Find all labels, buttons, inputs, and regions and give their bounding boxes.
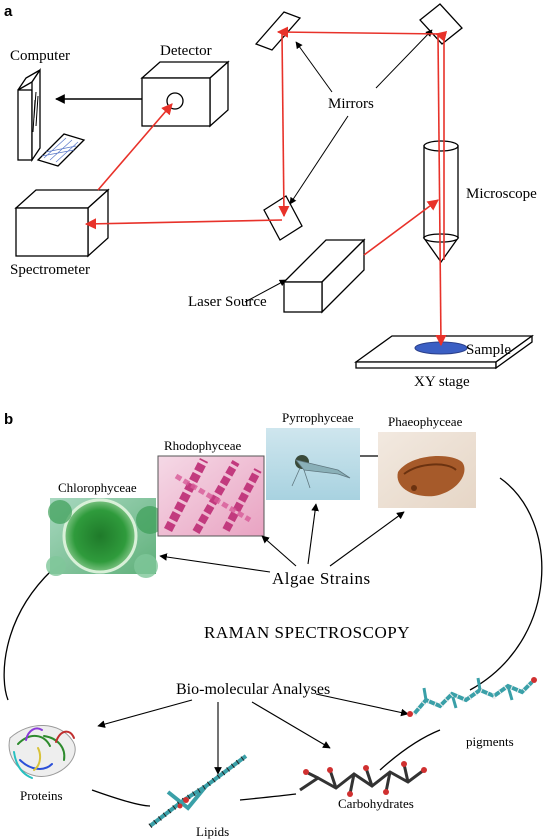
laser-source-box xyxy=(282,238,366,314)
computer-label: Computer xyxy=(10,48,70,64)
lipids-image xyxy=(148,754,248,828)
laser-pointer-arrow xyxy=(244,279,287,303)
microscope-icon xyxy=(422,140,460,264)
xy-stage-label: XY stage xyxy=(414,374,470,390)
mirrors-arrow-1 xyxy=(295,41,333,93)
spectrometer-label: Spectrometer xyxy=(10,262,90,278)
computer-icon xyxy=(17,67,86,167)
mirrors-label: Mirrors xyxy=(328,96,374,112)
pyrrophyceae-image xyxy=(266,428,360,500)
panel-b-letter: b xyxy=(4,411,13,428)
rhodophyceae-image xyxy=(157,455,265,537)
carbohydrates-image xyxy=(299,761,427,797)
detector-label: Detector xyxy=(160,43,212,59)
spectrometer-box xyxy=(14,188,110,258)
molecule-label-carbohydrates: Carbohydrates xyxy=(338,796,414,811)
molecule-label-lipids: Lipids xyxy=(196,824,229,839)
xy-stage xyxy=(353,334,535,370)
mirror-top-right xyxy=(419,3,463,45)
sample-label: Sample xyxy=(466,342,511,358)
bio-molecular-analyses-label: Bio-molecular Analyses xyxy=(176,681,330,698)
microscope-label: Microscope xyxy=(466,186,537,202)
mirrors-arrow-2 xyxy=(375,29,433,89)
raman-title: RAMAN SPECTROSCOPY xyxy=(204,623,410,642)
laser-beam-path xyxy=(84,26,448,347)
mirrors-arrow-3 xyxy=(289,115,349,205)
analyses-arrows xyxy=(97,693,409,775)
algae-label-pyrrophyceae: Pyrrophyceae xyxy=(282,410,354,425)
phaeophyceae-image xyxy=(378,432,476,508)
algae-label-rhodophyceae: Rhodophyceae xyxy=(164,438,241,453)
proteins-image xyxy=(8,725,76,779)
molecule-label-proteins: Proteins xyxy=(20,788,63,803)
mirror-top-left xyxy=(254,11,302,51)
algae-strains-label: Algae Strains xyxy=(272,569,371,588)
pigments-image xyxy=(407,677,537,717)
algae-label-phaeophyceae: Phaeophyceae xyxy=(388,414,463,429)
detector-box xyxy=(140,60,230,128)
chlorophyceae-image xyxy=(46,498,164,578)
molecule-label-pigments: pigments xyxy=(466,734,514,749)
mirror-lower xyxy=(263,195,303,241)
laser-source-label: Laser Source xyxy=(188,294,267,310)
panel-a-letter: a xyxy=(4,3,13,20)
algae-label-chlorophyceae: Chlorophyceae xyxy=(58,480,137,495)
algae-arrows xyxy=(159,503,405,573)
